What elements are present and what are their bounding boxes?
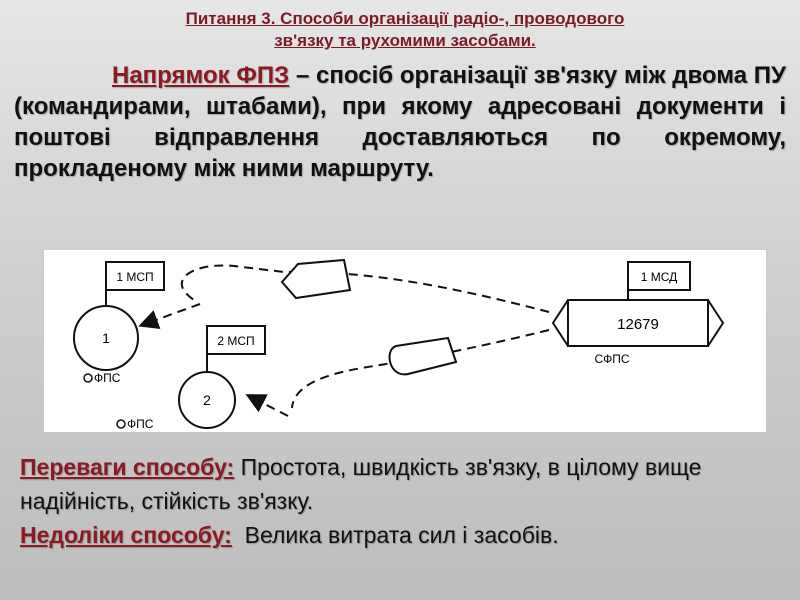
diagram-svg: 1 МСП 1 ФПС 2 МСП 2 ФПС 1 МСД xyxy=(73,258,725,431)
node-1-number: 1 xyxy=(102,330,110,346)
disadvantages-paragraph: Недоліки способу: Велика витрата сил і з… xyxy=(20,518,790,552)
definition-term: Напрямок ФПЗ xyxy=(112,62,290,89)
hub-station-shape xyxy=(551,299,725,347)
definition-text: – спосіб організації зв'язку між двома П… xyxy=(14,62,786,182)
node-1: 1 МСП 1 ФПС xyxy=(73,261,165,385)
fpz-route-diagram: 1 МСП 1 ФПС 2 МСП 2 ФПС 1 МСД xyxy=(44,250,766,432)
node-1-flag-text: 1 МСП xyxy=(116,270,153,284)
route-1-arrow xyxy=(138,303,201,329)
disadvantages-text: Велика витрата сил і засобів. xyxy=(231,522,559,548)
vehicle-1-icon xyxy=(280,258,352,300)
advantages-label: Переваги способу: xyxy=(20,454,235,480)
node-2-flag xyxy=(206,325,266,355)
title-line-1: Питання 3. Способи організації радіо-, п… xyxy=(185,9,625,28)
page-title: Питання 3. Способи організації радіо-, п… xyxy=(120,8,690,52)
node-2-flag-text: 2 МСП xyxy=(217,334,254,348)
route-1-dashed-line xyxy=(180,264,550,313)
node-2: 2 МСП 2 ФПС xyxy=(116,325,266,431)
node-1-marker-icon xyxy=(83,373,93,383)
route-2-arrow xyxy=(245,394,289,417)
hub-number: 12679 xyxy=(617,316,659,333)
advantages-text: Простота, швидкість зв'язку, в цілому ви… xyxy=(20,454,702,514)
definition-paragraph: Напрямок ФПЗ – спосіб організації зв'язк… xyxy=(14,60,786,184)
pros-cons-block: Переваги способу: Простота, швидкість зв… xyxy=(20,450,790,552)
node-2-marker-icon xyxy=(116,419,126,429)
hub-flag xyxy=(627,261,691,291)
advantages-paragraph: Переваги способу: Простота, швидкість зв… xyxy=(20,450,790,518)
node-1-label: ФПС xyxy=(94,371,121,385)
hub-label: СФПС xyxy=(594,352,629,366)
vehicle-2-icon xyxy=(388,336,458,376)
route-hub-to-node-2 xyxy=(245,329,550,417)
node-1-flag xyxy=(105,261,165,291)
node-2-label: ФПС xyxy=(127,417,154,431)
hub-node: 1 МСД 12679 СФПС xyxy=(551,261,725,366)
node-2-number: 2 xyxy=(203,392,211,408)
title-line-2: зв'язку та рухомими засобами. xyxy=(274,31,536,50)
route-hub-to-node-1 xyxy=(138,258,550,329)
hub-flag-text: 1 МСД xyxy=(641,270,678,284)
route-2-dashed-line xyxy=(291,329,550,409)
disadvantages-label: Недоліки способу: xyxy=(20,522,232,548)
